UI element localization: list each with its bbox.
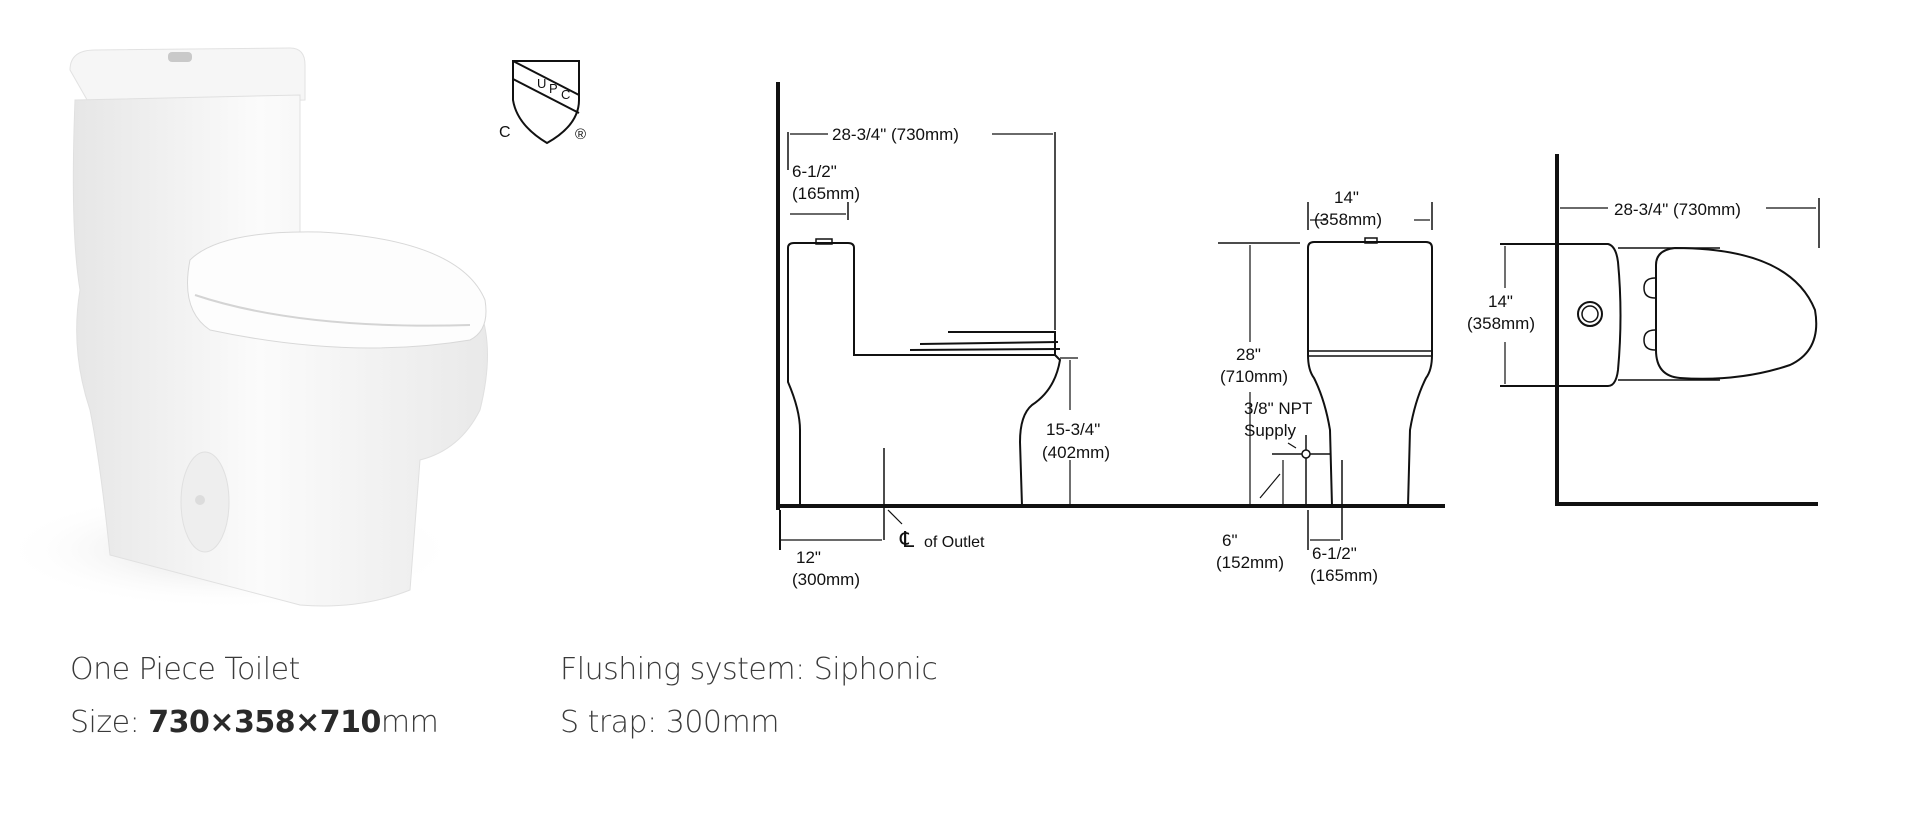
seat-height-in-label: 15-3/4" [1046, 420, 1100, 439]
product-photo [0, 47, 488, 610]
supply-height-mm-label: (152mm) [1216, 553, 1284, 572]
front-width-in-label: 14" [1334, 188, 1359, 207]
supply-line2-label: Supply [1244, 421, 1296, 440]
product-name: One Piece Toilet [70, 652, 300, 687]
shield-letter-c: C [561, 87, 570, 102]
shield-letter-u: U [537, 76, 546, 91]
supply-offset-in-label: 6-1/2" [1312, 544, 1357, 563]
flush-button-icon [1577, 301, 1603, 327]
side-view-outline [787, 242, 1056, 356]
rough-in-in-label: 12" [796, 548, 821, 567]
top-width-in-label: 14" [1488, 292, 1513, 311]
front-height-in-label: 28" [1236, 345, 1261, 364]
rough-in-mm-label: (300mm) [792, 570, 860, 589]
shield-letter-p: P [549, 81, 558, 96]
top-tank-outline [1500, 243, 1622, 387]
front-width-mm-label: (358mm) [1314, 210, 1382, 229]
product-size: Size: 730×358×710mm [70, 705, 439, 740]
supply-offset-mm-label: (165mm) [1310, 566, 1378, 585]
top-width-mm-label: (358mm) [1467, 314, 1535, 333]
size-unit: mm [380, 705, 439, 740]
front-height-mm-label: (710mm) [1220, 367, 1288, 386]
tank-offset-mm-label: (165mm) [792, 184, 860, 203]
cupc-certification-logo: U P C C ® [499, 60, 586, 145]
side-overall-length-label: 28-3/4" (730mm) [832, 125, 959, 144]
centerline-icon: ℄ [899, 527, 915, 552]
technical-drawing-top: 28-3/4" (730mm) 14" (358mm) [1467, 154, 1820, 506]
supply-line1-label: 3/8" NPT [1244, 399, 1312, 418]
tank-offset-in-label: 6-1/2" [792, 162, 837, 181]
top-seat-outline [1655, 246, 1818, 380]
s-trap: S trap: 300mm [560, 705, 779, 740]
supply-height-in-label: 6" [1222, 531, 1238, 550]
registered-mark: ® [575, 126, 586, 143]
front-view-outline [1307, 241, 1433, 507]
flushing-system: Flushing system: Siphonic [560, 652, 938, 687]
cupc-c-mark: C [499, 124, 511, 141]
seat-height-mm-label: (402mm) [1042, 443, 1110, 462]
technical-drawing-side-front: 28-3/4" (730mm) 6-1/2" (165mm) 15-3/4" (… [776, 82, 1445, 589]
size-value: 730×358×710 [148, 705, 381, 740]
size-label: Size: [70, 705, 140, 740]
top-overall-length-label: 28-3/4" (730mm) [1614, 200, 1741, 219]
outlet-label: of Outlet [924, 534, 985, 551]
cupc-shield-icon: U P C [512, 60, 580, 145]
